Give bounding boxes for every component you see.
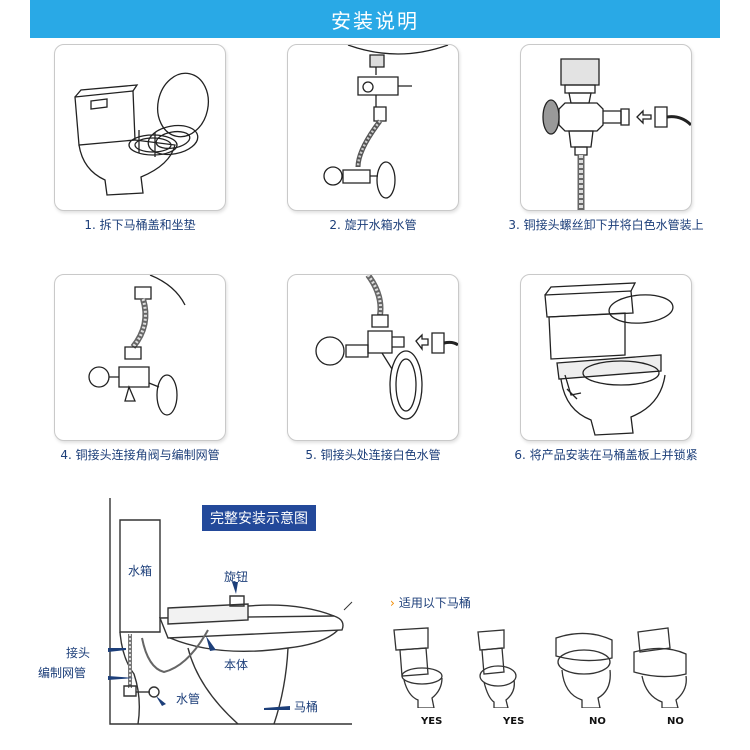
step-3-caption: 3. 铜接头螺丝卸下并将白色水管装上: [508, 218, 704, 232]
step-2-illustration: [287, 44, 459, 211]
step-6-caption: 6. 将产品安装在马桶盖板上并锁紧: [514, 448, 698, 462]
toilet-type-2: [477, 629, 517, 708]
suitability-heading: ›适用以下马桶: [390, 594, 471, 611]
angle-valve-braided-hose-drawing: [88, 275, 186, 416]
verdict-3: NO: [589, 716, 606, 727]
step-6-illustration: [520, 274, 692, 441]
tank-hose-unscrew-drawing: [323, 45, 449, 199]
bidet-body-outline: [167, 603, 249, 625]
title-banner: 安装说明: [30, 0, 720, 38]
knob-outline: [229, 595, 245, 607]
water-pipe-label: 水管: [176, 692, 201, 706]
step-5-illustration: [287, 274, 459, 441]
page-title: 安装说明: [331, 8, 419, 33]
step-4-caption: 4. 铜接头连接角阀与编制网管: [60, 448, 220, 462]
full-diagram-title: 完整安装示意图: [202, 505, 316, 531]
product-mounted-on-toilet-drawing: [544, 282, 674, 436]
compatible-toilets-row: [393, 627, 687, 708]
wall-and-floor: [109, 498, 352, 725]
toilet-label: 马桶: [294, 700, 319, 714]
seat-outline: [158, 615, 344, 639]
suitability-heading-text: 适用以下马桶: [398, 596, 471, 610]
toilet-type-4: [633, 627, 687, 708]
braided-hose-label: 编制网管: [38, 666, 87, 680]
knob-label: 旋钮: [224, 570, 249, 584]
full-installation-diagram: [108, 498, 353, 725]
white-pipe-connection-drawing: [315, 275, 458, 420]
brass-connector-drawing: [542, 58, 691, 210]
step-3-illustration: [520, 44, 692, 211]
body-label: 本体: [224, 658, 249, 672]
toilet-type-1: [393, 627, 443, 708]
toilet-seat-removal-drawing: [74, 72, 209, 196]
step-1-illustration: [54, 44, 226, 211]
verdict-4: NO: [667, 716, 684, 727]
tank-label: 水箱: [128, 564, 153, 578]
verdict-1: YES: [421, 716, 443, 727]
toilet-type-3: [555, 632, 613, 708]
water-tank-outline: [119, 519, 161, 633]
step-4-illustration: [54, 274, 226, 441]
step-5-caption: 5. 铜接头处连接白色水管: [305, 448, 441, 462]
verdict-2: YES: [503, 716, 525, 727]
chevron-right-icon: ›: [390, 596, 395, 610]
step-1-caption: 1. 拆下马桶盖和坐垫: [84, 218, 196, 232]
connector-label: 接头: [66, 646, 91, 660]
step-2-caption: 2. 旋开水箱水管: [329, 218, 417, 232]
